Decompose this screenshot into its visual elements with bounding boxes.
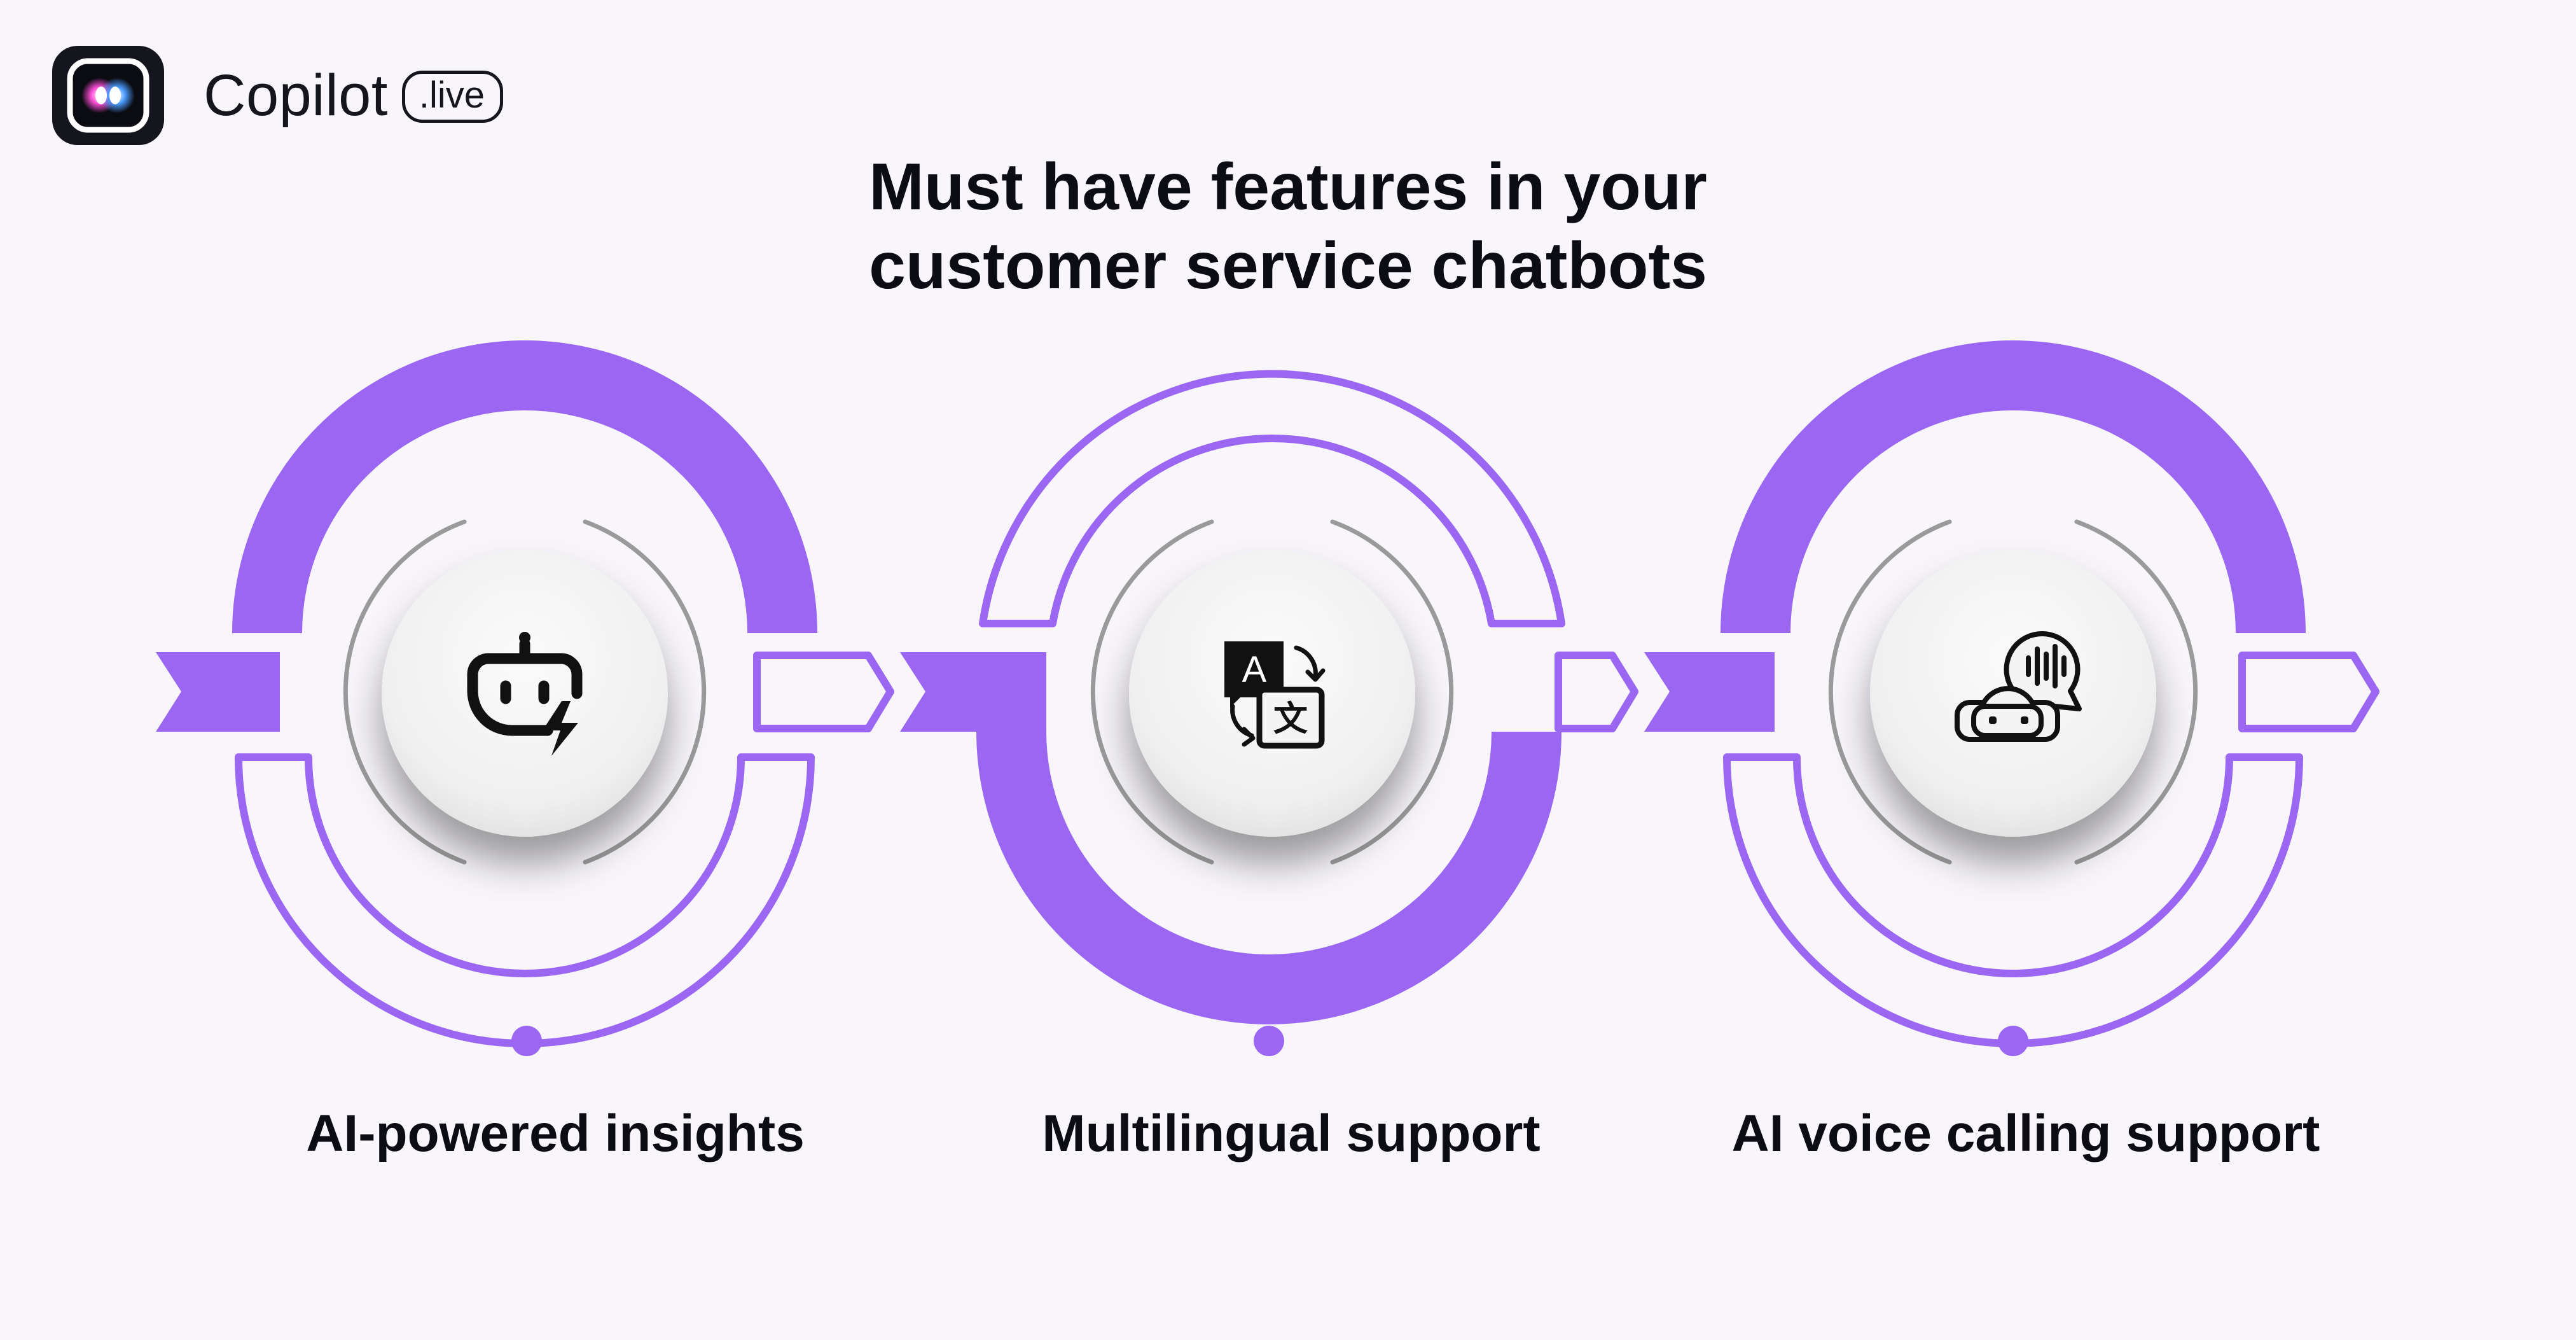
feature-1-label: AI-powered insights — [306, 1105, 805, 1162]
feature-2-graphic: A 文 — [900, 370, 1638, 1056]
feature-2-dot — [1254, 1026, 1284, 1056]
feature-2-ring-arc — [1330, 519, 1454, 865]
feature-2-label: Multilingual support — [1042, 1105, 1541, 1162]
svg-text:A: A — [1242, 649, 1267, 690]
feature-3-arrow-outline — [2238, 652, 2379, 732]
feature-2-ring-arc — [1090, 519, 1214, 865]
feature-1-ring-arc — [583, 519, 707, 865]
feature-3-top-band — [1721, 340, 2306, 633]
copilot-logo-icon — [52, 46, 164, 145]
brand-logo: Copilot .live — [51, 45, 504, 146]
feature-1-button — [382, 550, 668, 837]
title-line-2: customer service chatbots — [869, 229, 1707, 303]
robot-bolt-icon — [467, 632, 583, 756]
feature-1-arrow-tab — [156, 652, 280, 732]
svg-text:文: 文 — [1273, 699, 1308, 739]
feature-2-arrow-tab — [900, 652, 1046, 732]
feature-1-bottom-band — [235, 753, 815, 1047]
feature-2-top-band — [979, 370, 1565, 627]
brand-badge: .live — [401, 71, 504, 123]
feature-1-graphic — [156, 340, 894, 1056]
feature-3-label: AI voice calling support — [1731, 1105, 2320, 1162]
translate-icon: A 文 — [1224, 641, 1326, 749]
feature-3-bottom-band — [1723, 753, 2303, 1047]
feature-1-top-band — [232, 340, 817, 633]
feature-1-arrow-outline — [753, 652, 894, 732]
brand-name: Copilot — [204, 62, 388, 128]
voice-bot-icon — [1955, 631, 2082, 742]
feature-3-arrow-tab — [1644, 652, 1775, 732]
feature-3-dot — [1998, 1026, 2028, 1056]
page-title: Must have features in your customer serv… — [0, 148, 2576, 305]
feature-3-ring-arc — [2074, 519, 2198, 865]
feature-2-arrow-outline — [1555, 652, 1638, 732]
feature-1-dot — [511, 1026, 542, 1056]
feature-3-graphic — [1644, 340, 2379, 1056]
feature-2-bottom-band — [976, 732, 1562, 1024]
title-line-1: Must have features in your — [869, 150, 1707, 224]
feature-1-ring-arc — [343, 519, 467, 865]
feature-3-ring-arc — [1828, 519, 1952, 865]
